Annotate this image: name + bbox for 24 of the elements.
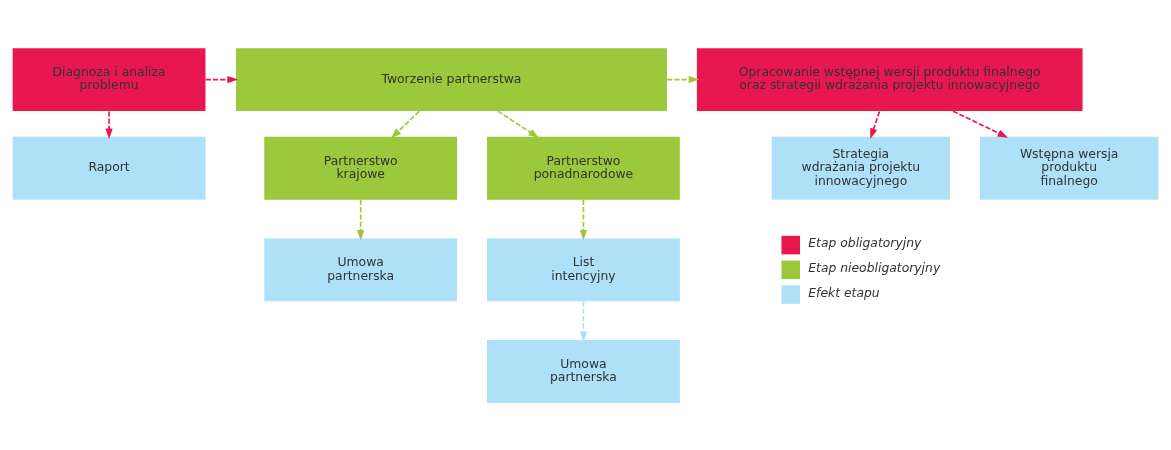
legend-label: Efekt etapu — [808, 285, 880, 300]
node-box: Umowa partnerska — [487, 339, 680, 403]
arrow — [579, 300, 588, 342]
node-box: Opracowanie wstępnej wersji produktu finalnego oraz strategii wdrażania projektu innowacyjnego — [696, 47, 1083, 111]
node-box: Raport — [12, 136, 206, 200]
arrow — [497, 109, 539, 138]
legend-label: Etap obligatoryjny — [808, 235, 922, 250]
arrow — [579, 198, 588, 241]
arrow — [391, 110, 420, 138]
node-box: Strategia wdrażania projektu innowacyjnego — [771, 136, 951, 200]
arrow — [357, 198, 365, 241]
node-box: Wstępna wersja produktu finalnego — [979, 136, 1159, 200]
node-box: Partnerstwo ponadnarodowe — [487, 136, 680, 200]
legend-label: Etap nieobligatoryjny — [808, 260, 941, 275]
node-box: Umowa partnerska — [264, 237, 458, 301]
arrow — [952, 109, 1009, 138]
arrow — [870, 110, 881, 139]
node-box: Partnerstwo krajowe — [264, 136, 458, 200]
arrow — [105, 110, 113, 139]
node-box: Tworzenie partnerstwa — [235, 47, 667, 111]
arrow — [666, 75, 700, 83]
node-box: Diagnoza i analiza problemu — [12, 47, 206, 111]
node-box: List intencyjny — [487, 237, 680, 301]
arrow — [204, 75, 238, 83]
